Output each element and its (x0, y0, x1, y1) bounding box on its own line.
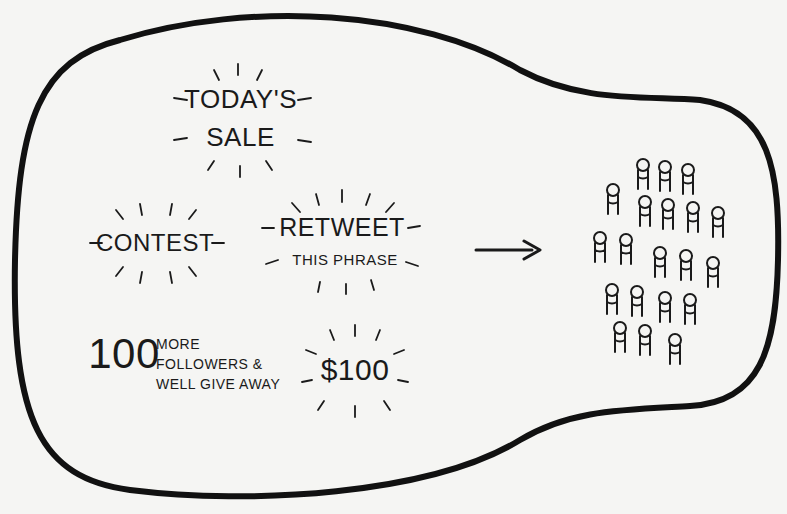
promo-text: THIS PHRASE (282, 250, 408, 270)
promo-text: 100 (84, 330, 164, 378)
bulb-path (15, 16, 778, 496)
promo-text: $100 (312, 352, 398, 388)
promo-text: MORE FOLLOWERS & WELL GIVE AWAY (156, 334, 296, 394)
promo-text: RETWEET (277, 212, 407, 242)
promo-text: TODAY'S SALE (178, 80, 303, 156)
arrow (476, 241, 540, 259)
promo-text: CONTEST (93, 228, 217, 258)
crowd (594, 159, 724, 364)
